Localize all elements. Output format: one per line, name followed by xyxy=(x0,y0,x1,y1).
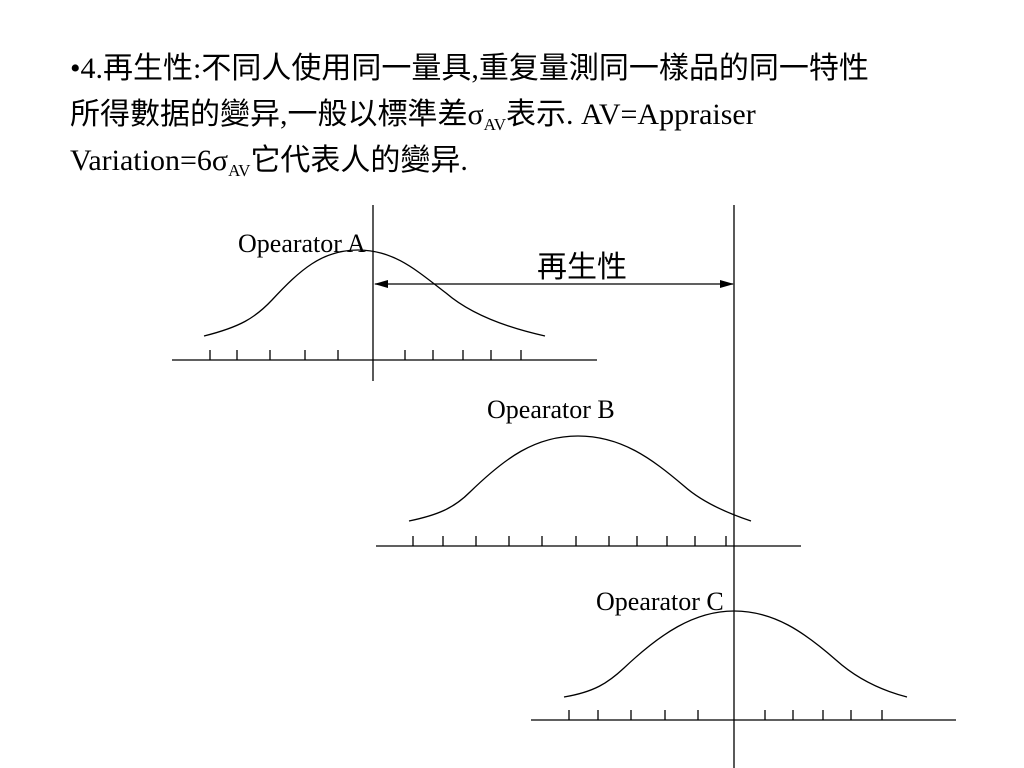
operator-b-distribution-curve xyxy=(408,435,752,522)
text-line-2: 所得數据的變异,一般以標準差σAV表示. AV=Appraiser xyxy=(70,92,1000,138)
operator-a-ticks xyxy=(209,350,522,360)
text-line-1: •4.再生性:不同人使用同一量具,重复量測同一樣品的同一特性 xyxy=(70,52,869,85)
text-line-3-part-b: 它代表人的變异. xyxy=(250,144,468,177)
operator-a-group: Opearator A xyxy=(172,205,597,381)
text-line-2-part-a: 所得數据的變异,一般以標準差σ xyxy=(70,98,484,131)
operator-c-distribution-curve xyxy=(563,610,908,698)
operator-c-group: Opearator C xyxy=(531,587,956,721)
operator-b-ticks xyxy=(412,536,727,546)
operator-c-label: Opearator C xyxy=(596,587,724,616)
operator-c-ticks xyxy=(568,710,883,720)
text-line-2-part-b: 表示. AV=Appraiser xyxy=(506,98,756,131)
operator-a-distribution-curve xyxy=(203,249,546,337)
sigma-av-subscript-2: AV xyxy=(228,161,251,180)
description-text: •4.再生性:不同人使用同一量具,重复量測同一樣品的同一特性 所得數据的變异,一… xyxy=(70,46,1000,184)
text-line-3: Variation=6σAV它代表人的變异. xyxy=(70,138,1000,184)
sigma-av-subscript: AV xyxy=(483,115,507,134)
text-line-3-part-a: Variation=6σ xyxy=(70,144,229,177)
reproducibility-label: 再生性 xyxy=(537,251,627,284)
operator-b-group: Opearator B xyxy=(376,395,801,547)
operator-b-label: Opearator B xyxy=(487,395,615,424)
operator-a-label: Opearator A xyxy=(238,229,366,258)
